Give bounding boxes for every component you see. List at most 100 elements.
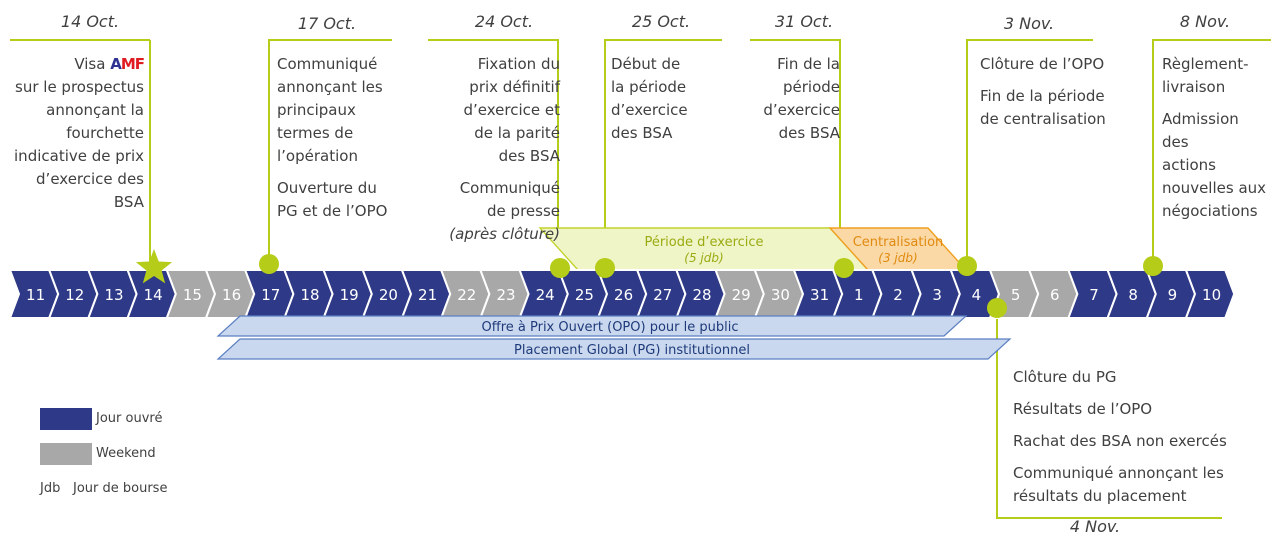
event-line: Fixation du (477, 55, 560, 73)
event-line: période (782, 78, 840, 96)
event-line: des BSA (611, 124, 673, 142)
amf-logo: AMF (110, 55, 145, 73)
day-chevron (1184, 269, 1236, 319)
marker-24-oct (550, 258, 570, 278)
marker-3-nov (957, 256, 977, 276)
date-17-oct: 17 Oct. (297, 14, 357, 33)
event-line: d’exercice (763, 101, 840, 119)
event-line: Clôture du PG (1013, 368, 1117, 386)
day-label: 2 (893, 286, 903, 304)
date-14-oct: 14 Oct. (60, 12, 120, 31)
event-line: prix définitif (469, 78, 560, 96)
event-4-nov: Clôture du PG Résultats de l’OPO Rachat … (1013, 366, 1233, 508)
event-line: des BSA (498, 147, 560, 165)
event-line: principaux (277, 101, 356, 119)
day-label: 19 (340, 286, 359, 304)
exercise-period-box-title: Période d’exercice (644, 235, 763, 250)
event-line: indicative de prix (14, 147, 144, 165)
marker-4-nov (987, 298, 1007, 318)
day-label: 8 (1128, 286, 1138, 304)
placement-bands: Offre à Prix Ouvert (OPO) pour le public… (216, 315, 1012, 360)
day-label: 7 (1089, 286, 1099, 304)
amf-logo-f: F (134, 55, 145, 73)
event-line: des BSA (778, 124, 840, 142)
event-line: Début de (611, 55, 681, 73)
day-label: 1 (854, 286, 864, 304)
day-label: 22 (457, 286, 476, 304)
event-line: Communiqué annonçant les (1013, 464, 1224, 482)
date-31-oct: 31 Oct. (774, 12, 834, 31)
day-label: 29 (732, 286, 751, 304)
event-line: Communiqué (459, 179, 560, 197)
legend-swatch-workday (40, 408, 92, 430)
event-line: PG et de l’OPO (277, 202, 388, 220)
event-markers (135, 249, 1163, 318)
connector-4-nov (996, 312, 1222, 519)
date-3-nov: 3 Nov. (1003, 14, 1055, 33)
event-line: annonçant les (277, 78, 383, 96)
day-label: 16 (222, 286, 241, 304)
day-label: 11 (26, 286, 45, 304)
event-line: négociations (1162, 202, 1258, 220)
connector-lines (10, 39, 1271, 519)
event-line: de centralisation (980, 110, 1106, 128)
day-label: 12 (65, 286, 84, 304)
event-3-nov: Clôture de l’OPO Fin de la période de ce… (980, 53, 1130, 131)
event-line: de la parité (474, 124, 560, 142)
marker-25-oct (595, 258, 615, 278)
event-8-nov: Règlement- livraison Admission des actio… (1162, 53, 1270, 223)
legend-jdb-abbr: Jdb (40, 481, 61, 496)
event-line: Fin de la période (980, 87, 1105, 105)
day-label: 26 (614, 286, 633, 304)
day-label: 13 (104, 286, 123, 304)
connector-3-nov (966, 39, 1093, 262)
event-line: Admission des (1162, 110, 1239, 151)
date-24-oct: 24 Oct. (474, 12, 534, 31)
event-25-oct: Début de la période d’exercice des BSA (611, 53, 721, 145)
day-label: 5 (1011, 286, 1021, 304)
day-label: 25 (575, 286, 594, 304)
event-line: actions (1162, 156, 1216, 174)
date-25-oct: 25 Oct. (631, 12, 691, 31)
marker-31-oct (834, 258, 854, 278)
connector-31-oct (750, 39, 841, 266)
legend-jdb-label: Jour de bourse (73, 481, 168, 496)
event-line: d’exercice (611, 101, 688, 119)
day-label: 24 (536, 286, 555, 304)
day-label: 4 (972, 286, 982, 304)
date-8-nov: 8 Nov. (1179, 12, 1231, 31)
legend-label-weekend: Weekend (96, 446, 156, 461)
day-label: 20 (379, 286, 398, 304)
event-line: Fin de la (777, 55, 840, 73)
day-label: 21 (418, 286, 437, 304)
visa-line: Visa AMF (10, 53, 145, 76)
marker-8-nov (1143, 256, 1163, 276)
pg-band (216, 338, 1012, 360)
event-line: Résultats de l’OPO (1013, 400, 1153, 418)
exercise-period-box-sub: (5 jdb) (684, 251, 723, 265)
event-line: sur le prospectus (15, 78, 144, 96)
day-label: 31 (810, 286, 829, 304)
centralisation-box-sub: (3 jdb) (878, 251, 917, 265)
event-31-oct: Fin de la période d’exercice des BSA (740, 53, 840, 145)
event-line: Rachat des BSA non exercés (1013, 432, 1227, 450)
date-4-nov: 4 Nov. (1069, 517, 1121, 536)
day-label: 18 (300, 286, 319, 304)
event-line: nouvelles aux (1162, 179, 1267, 197)
day-label: 14 (144, 286, 163, 304)
event-line: Ouverture du (277, 179, 377, 197)
opo-band-label: Offre à Prix Ouvert (OPO) pour le public (482, 320, 739, 335)
event-line: d’exercice des (36, 170, 144, 188)
event-14-oct: Visa AMF sur le prospectus annonçant la … (10, 53, 145, 214)
event-line: résultats du placement (1013, 487, 1187, 505)
day-label: 23 (496, 286, 515, 304)
connector-25-oct (604, 39, 722, 266)
event-line: la période (611, 78, 687, 96)
event-line: de presse (487, 202, 560, 220)
day-label: 30 (771, 286, 790, 304)
event-17-oct: Communiqué annonçant les principaux term… (277, 53, 407, 223)
event-line: fourchette (66, 124, 144, 142)
connector-17-oct (268, 39, 392, 262)
